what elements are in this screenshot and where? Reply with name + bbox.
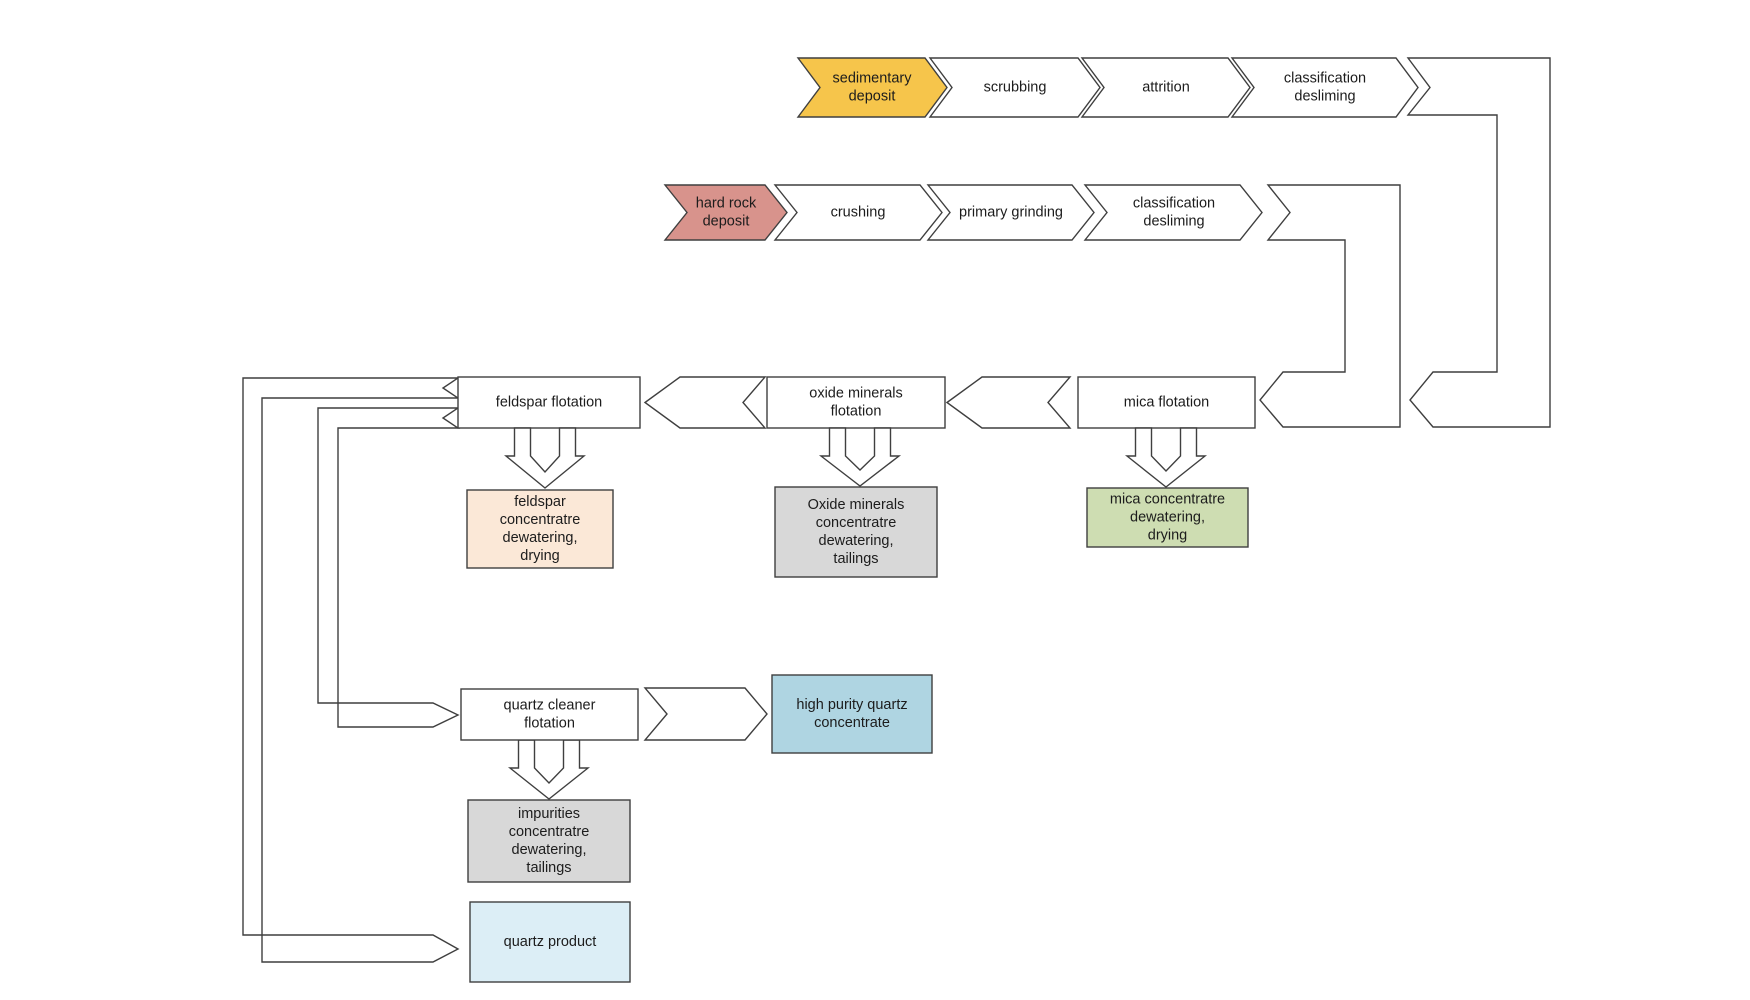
quartz-cleaner-flotation-box	[460, 688, 639, 741]
primary-grinding-label: primary grinding	[959, 205, 1063, 221]
high-purity-quartz-label: high purity quartz concentrate	[796, 697, 907, 731]
feldspar-concentrate-box	[466, 489, 614, 569]
oxide-concentrate-label-line: tailings	[833, 551, 878, 567]
chevron-mica-to-oxide-connector	[945, 376, 1072, 429]
attrition-label-line: attrition	[1142, 80, 1190, 96]
oxide-minerals-flotation-label-line: flotation	[831, 404, 882, 420]
classification-desliming-1-label-line: desliming	[1294, 89, 1355, 105]
mica-concentrate-label: mica concentratre dewatering, drying	[1110, 492, 1225, 544]
pipe-feldspar-to-quartz-product-connector	[242, 377, 461, 963]
attrition-label: attrition	[1142, 80, 1190, 96]
oxide-minerals-flotation-label-line: oxide minerals	[809, 386, 903, 402]
quartz-cleaner-flotation-label-line: flotation	[524, 716, 575, 732]
sedimentary-deposit-label: sedimentary deposit	[833, 71, 913, 105]
classification-desliming-2-label-line: desliming	[1143, 214, 1204, 230]
mica-flotation-label-line: mica flotation	[1124, 395, 1209, 411]
crushing-chevron	[773, 184, 943, 241]
feldspar-concentrate-label-line: drying	[520, 548, 560, 564]
classification-desliming-1-label: classification desliming	[1284, 71, 1366, 105]
feldspar-flotation-box	[457, 376, 641, 429]
high-purity-quartz-label-line: concentrate	[814, 715, 890, 731]
oxide-concentrate-label-line: Oxide minerals	[808, 497, 905, 513]
sedimentary-deposit-chevron	[796, 57, 948, 118]
quartz-product-label: quartz product	[504, 934, 597, 950]
mica-concentrate-label-line: dewatering,	[1130, 510, 1205, 526]
impurities-concentrate-label-line: concentratre	[509, 824, 590, 840]
quartz-product-box	[469, 901, 631, 983]
sedimentary-deposit-label-line: sedimentary	[833, 71, 913, 87]
high-purity-quartz-label-line: high purity quartz	[796, 697, 907, 713]
chevron-oxide-to-feldspar-connector	[643, 376, 767, 429]
high-purity-quartz-box	[771, 674, 933, 754]
oxide-concentrate-label-line: concentratre	[816, 515, 897, 531]
arrow-mica-down-connector	[1124, 427, 1208, 488]
impurities-concentrate-label-line: tailings	[526, 860, 571, 876]
impurities-concentrate-label-line: dewatering,	[512, 842, 587, 858]
impurities-concentrate-label-line: impurities	[518, 806, 580, 822]
classification-desliming-1-chevron	[1230, 57, 1419, 118]
mica-concentrate-label-line: drying	[1148, 528, 1188, 544]
mica-concentrate-box	[1086, 487, 1249, 548]
feldspar-flotation-label: feldspar flotation	[496, 395, 602, 411]
oxide-minerals-flotation-label: oxide minerals flotation	[809, 386, 903, 420]
impurities-concentrate-label: impurities concentratre dewatering, tailing…	[509, 806, 590, 876]
feldspar-concentrate-label: feldspar concentratre dewatering, drying	[500, 494, 581, 564]
classification-desliming-2-label: classification desliming	[1133, 196, 1215, 230]
impurities-concentrate-box	[467, 799, 631, 883]
hard-rock-deposit-label-line: deposit	[703, 214, 750, 230]
crushing-label-line: crushing	[831, 205, 886, 221]
hard-rock-deposit-label-line: hard rock	[696, 196, 757, 212]
scrubbing-label-line: scrubbing	[984, 80, 1047, 96]
crushing-label: crushing	[831, 205, 886, 221]
mica-concentrate-label-line: mica concentratre	[1110, 492, 1225, 508]
arrow-quartz-cleaner-down-connector	[507, 739, 591, 800]
primary-grinding-chevron	[926, 184, 1095, 241]
pipe-row2-to-mica-connector	[1259, 184, 1401, 428]
hard-rock-deposit-label: hard rock deposit	[696, 196, 757, 230]
attrition-chevron	[1080, 57, 1251, 118]
pipe-feldspar-to-quartz-cleaner-connector	[317, 407, 461, 728]
oxide-concentrate-box	[774, 486, 938, 578]
quartz-product-label-line: quartz product	[504, 934, 597, 950]
scrubbing-chevron	[928, 57, 1101, 118]
feldspar-concentrate-label-line: concentratre	[500, 512, 581, 528]
feldspar-concentrate-label-line: feldspar	[514, 494, 566, 510]
classification-desliming-2-label-line: classification	[1133, 196, 1215, 212]
hard-rock-deposit-chevron	[663, 184, 788, 241]
oxide-minerals-flotation-box	[766, 376, 946, 429]
feldspar-concentrate-label-line: dewatering,	[503, 530, 578, 546]
sedimentary-deposit-label-line: deposit	[849, 89, 896, 105]
oxide-concentrate-label-line: dewatering,	[819, 533, 894, 549]
scrubbing-label: scrubbing	[984, 80, 1047, 96]
chevron-to-high-purity-connector	[643, 687, 768, 741]
classification-desliming-2-chevron	[1083, 184, 1263, 241]
arrow-oxide-down-connector	[818, 427, 902, 487]
arrow-feldspar-down-connector	[504, 427, 586, 489]
mica-flotation-box	[1077, 376, 1256, 429]
quartz-cleaner-flotation-label: quartz cleaner flotation	[504, 698, 596, 732]
pipe-row1-to-mica-connector	[1406, 57, 1551, 428]
classification-desliming-1-label-line: classification	[1284, 71, 1366, 87]
mica-flotation-label: mica flotation	[1124, 395, 1209, 411]
feldspar-flotation-label-line: feldspar flotation	[496, 395, 602, 411]
oxide-concentrate-label: Oxide minerals concentratre dewatering, tai…	[808, 497, 905, 567]
quartz-cleaner-flotation-label-line: quartz cleaner	[504, 698, 596, 714]
primary-grinding-label-line: primary grinding	[959, 205, 1063, 221]
